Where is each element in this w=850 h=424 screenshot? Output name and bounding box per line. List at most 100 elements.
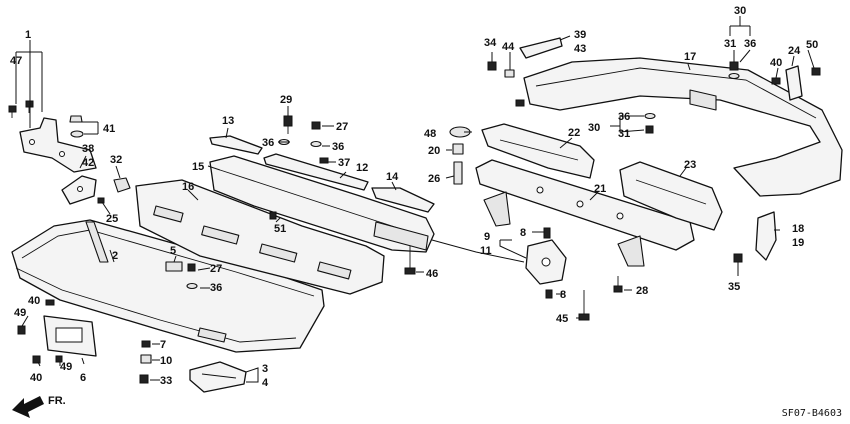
bolt-31b: [645, 125, 654, 134]
washer-36e: [644, 112, 656, 120]
clip-37: [319, 157, 329, 164]
bolt-8b: [545, 289, 553, 299]
callout-36e: 36: [618, 111, 630, 123]
callout-12: 12: [356, 162, 368, 174]
nut-41: [69, 115, 84, 138]
callout-7: 7: [160, 339, 166, 351]
bolt-29: [283, 115, 293, 134]
callout-41: 41: [103, 123, 115, 135]
callout-13: 13: [222, 115, 234, 127]
stay-9: [525, 239, 567, 285]
callout-36a: 36: [210, 282, 222, 294]
callout-36b: 36: [262, 137, 274, 149]
callout-30b: 30: [588, 122, 600, 134]
callout-40c: 40: [770, 57, 782, 69]
callout-49a: 49: [14, 307, 26, 319]
callout-6: 6: [80, 372, 86, 384]
callout-51: 51: [274, 223, 286, 235]
callout-19: 19: [792, 237, 804, 249]
callout-8b: 8: [560, 289, 566, 301]
bolt-8a: [543, 227, 551, 239]
front-bumper-beam: [209, 155, 435, 253]
bracket-39: [519, 37, 563, 59]
license-plate-bracket-6: [43, 315, 97, 357]
clip-40a: [45, 299, 55, 306]
callout-44: 44: [502, 41, 515, 53]
screw-49a: [17, 325, 26, 335]
callout-50: 50: [806, 39, 818, 51]
callout-39: 39: [574, 29, 586, 41]
pin-26: [453, 161, 463, 185]
callout-34: 34: [484, 37, 497, 49]
side-bracket-42: [61, 175, 97, 205]
callout-47: 47: [10, 55, 22, 67]
callout-1: 1: [25, 29, 31, 41]
bolt-50: [811, 67, 821, 76]
callout-15: 15: [192, 161, 204, 173]
callout-48: 48: [424, 128, 436, 140]
bolt-33: [139, 374, 149, 384]
callout-29: 29: [280, 94, 292, 106]
callout-22: 22: [568, 127, 580, 139]
side-stay-18: [755, 211, 777, 261]
bolt-45: [578, 290, 590, 321]
callout-27b: 27: [336, 121, 348, 133]
washer-36a: [186, 282, 198, 290]
clip-40c: [771, 77, 781, 85]
bolt-27a: [187, 263, 196, 272]
bolt-28: [613, 276, 623, 293]
callout-49b: 49: [60, 361, 72, 373]
clip-40b: [32, 355, 41, 364]
diagram-code: SF07-B4603: [782, 408, 842, 419]
bolt-7: [141, 340, 151, 348]
callout-42: 42: [82, 157, 94, 169]
callout-23: 23: [684, 159, 696, 171]
callout-31b: 31: [618, 128, 630, 140]
lower-cover-3: [189, 361, 247, 393]
callout-11: 11: [480, 245, 492, 257]
callout-43: 43: [574, 43, 586, 55]
callout-32: 32: [110, 154, 122, 166]
callout-36d: 36: [744, 38, 756, 50]
screw-51: [269, 211, 277, 220]
bolt-31a: [729, 61, 739, 71]
screw-49b: [55, 355, 63, 363]
side-spacer-13: [209, 135, 263, 155]
callout-20: 20: [428, 145, 440, 157]
callout-36c: 36: [332, 141, 344, 153]
callout-8a: 8: [520, 227, 526, 239]
callout-17: 17: [684, 51, 696, 63]
callout-46: 46: [426, 268, 438, 280]
front-bumper-bracket: [19, 117, 97, 173]
callout-10: 10: [160, 355, 172, 367]
front-absorber: [135, 179, 385, 295]
callout-45: 45: [556, 313, 568, 325]
callout-16: 16: [182, 181, 194, 193]
front-direction-label: FR.: [48, 395, 66, 407]
callout-3: 3: [262, 363, 268, 375]
nut-10: [140, 354, 152, 364]
callout-21: 21: [594, 183, 606, 195]
callout-40a: 40: [28, 295, 40, 307]
callout-35: 35: [728, 281, 740, 293]
callout-14: 14: [386, 171, 399, 183]
callout-5: 5: [170, 245, 176, 257]
callout-labels: 1 47 41 38 42 32 25 2 40 49 40 49 6 13 1…: [10, 5, 818, 389]
callout-33: 33: [160, 375, 172, 387]
callout-4: 4: [262, 377, 269, 389]
callout-38: 38: [82, 143, 94, 155]
washer-36c: [310, 140, 322, 148]
clip-43: [515, 99, 525, 107]
washer-36d: [728, 72, 740, 80]
bolt-34: [487, 61, 497, 71]
callout-28: 28: [636, 285, 648, 297]
callout-18: 18: [792, 223, 804, 235]
rear-spacer-23: [619, 161, 723, 231]
collar-20: [452, 143, 464, 155]
upper-strip-12: [263, 153, 369, 191]
bolt-47a: [8, 105, 17, 118]
bolt-27b: [311, 121, 321, 130]
callout-2: 2: [112, 250, 118, 262]
callout-40b: 40: [30, 372, 42, 384]
